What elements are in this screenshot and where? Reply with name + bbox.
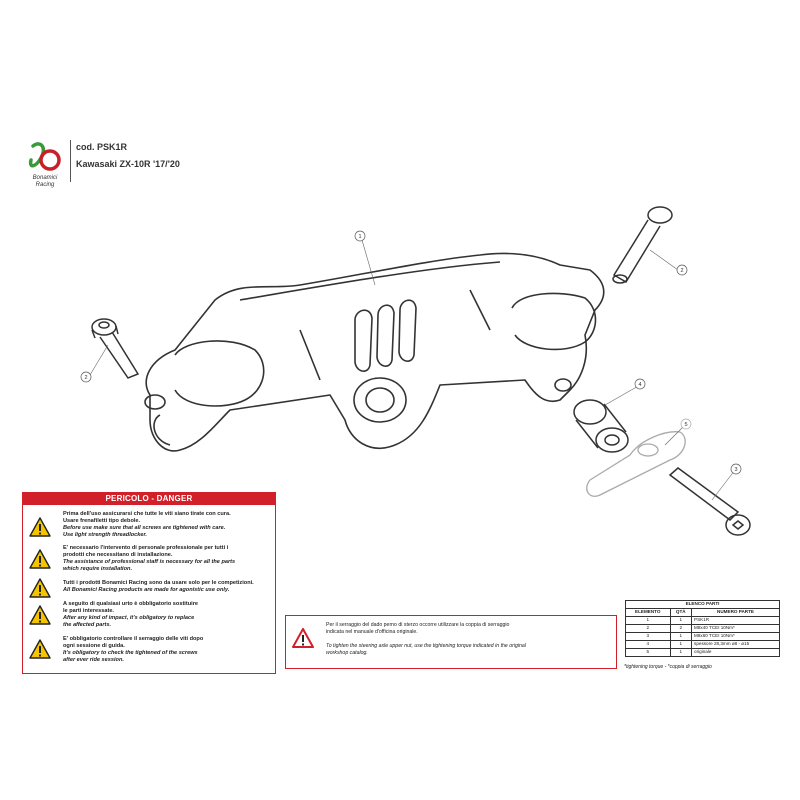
spacer bbox=[573, 399, 629, 453]
danger-line: the affected parts. bbox=[63, 622, 112, 628]
table-cell: 4 bbox=[625, 640, 671, 649]
torque-line: Per il serraggio del dado perno di sterz… bbox=[326, 622, 510, 628]
warning-icon bbox=[29, 639, 51, 659]
danger-line: Use light strength threadlocker. bbox=[63, 532, 147, 538]
table-cell: 2 bbox=[625, 624, 671, 633]
danger-line: E' necessario l'intervento di personale … bbox=[63, 545, 229, 551]
original-part bbox=[586, 431, 686, 497]
col-part-number: NUMERO PARTE bbox=[691, 608, 780, 617]
danger-line: A seguito di qualsiasi urto è obbligator… bbox=[63, 601, 198, 607]
parts-list-table: ELENCO PARTI ELEMENTO QTÀ NUMERO PARTE 1… bbox=[625, 600, 780, 657]
danger-line: E' obbligatorio controllare il serraggio… bbox=[63, 636, 204, 642]
table-cell: PSK1R bbox=[691, 616, 780, 625]
callout-5: 5 bbox=[684, 422, 687, 428]
danger-line: after ever ride session. bbox=[63, 657, 124, 663]
danger-line: All Bonamici Racing products are made fo… bbox=[63, 587, 230, 593]
danger-title: PERICOLO - DANGER bbox=[23, 493, 275, 505]
screw-long bbox=[668, 467, 751, 536]
danger-line: Before use make sure that all screws are… bbox=[63, 525, 226, 531]
callout-4: 4 bbox=[638, 382, 641, 388]
danger-line: which require installation. bbox=[63, 566, 133, 572]
parts-list-title: ELENCO PARTI bbox=[625, 600, 780, 609]
warning-icon bbox=[29, 605, 51, 625]
danger-line: It's obligatory to check the tightened o… bbox=[63, 650, 198, 656]
warning-icon bbox=[29, 517, 51, 537]
table-cell: M8x40 TCEI 10Nm* bbox=[691, 624, 780, 633]
bonamici-logo bbox=[28, 142, 61, 171]
table-cell: 1 bbox=[669, 640, 693, 649]
torque-line: workshop catalog. bbox=[326, 650, 368, 656]
table-cell: 5 bbox=[625, 648, 671, 657]
screw-left bbox=[91, 318, 140, 379]
danger-line: Tutti i prodotti Bonamici Racing sono da… bbox=[63, 580, 254, 586]
parts-footnote: *tightening torque - *coppia di serraggi… bbox=[624, 664, 712, 670]
table-cell: 1 bbox=[669, 632, 693, 641]
screw-right bbox=[612, 206, 673, 284]
danger-box: PERICOLO - DANGER Prima dell'uso assicur… bbox=[22, 492, 276, 674]
triple-clamp bbox=[144, 252, 605, 452]
danger-line: After any kind of impact, it's obligator… bbox=[63, 615, 195, 621]
table-cell: spessore 28,3mm ø8 - ø15 bbox=[691, 640, 780, 649]
table-cell: 1 bbox=[669, 648, 693, 657]
danger-line: Usare frenafiletti tipo debole. bbox=[63, 518, 141, 524]
torque-note: Per il serraggio del dado perno di sterz… bbox=[285, 615, 617, 669]
callout-2-right: 2 bbox=[680, 268, 683, 274]
warning-icon bbox=[292, 628, 314, 648]
table-cell: 2 bbox=[669, 624, 693, 633]
torque-line: indicata nel manuale d'officina original… bbox=[326, 629, 418, 635]
header-divider bbox=[70, 140, 71, 182]
col-element: ELEMENTO bbox=[625, 608, 671, 617]
callout-1: 1 bbox=[358, 234, 361, 240]
table-cell: M8x60 TCEI 10Nm* bbox=[691, 632, 780, 641]
torque-line: To tighten the steering axle upper nut, … bbox=[326, 643, 526, 649]
table-cell: 1 bbox=[625, 616, 671, 625]
product-model: Kawasaki ZX-10R '17/'20 bbox=[76, 159, 180, 169]
danger-line: le parti interessate. bbox=[63, 608, 114, 614]
danger-line: Prima dell'uso assicurarsi che tutte le … bbox=[63, 511, 231, 517]
danger-line: The assistance of professional staff is … bbox=[63, 559, 236, 565]
warning-icon bbox=[29, 578, 51, 598]
callout-3: 3 bbox=[734, 467, 737, 473]
warning-icon bbox=[29, 549, 51, 569]
brand-name: Bonamici Racing bbox=[32, 175, 58, 188]
product-code: cod. PSK1R bbox=[76, 142, 128, 152]
danger-line: prodotti che necessitano di installazion… bbox=[63, 552, 173, 558]
table-cell: 3 bbox=[625, 632, 671, 641]
table-cell: 1 bbox=[669, 616, 693, 625]
table-cell: originale bbox=[691, 648, 780, 657]
col-qty: QTÀ bbox=[669, 608, 693, 617]
danger-line: ogni sessione di guida. bbox=[63, 643, 125, 649]
callout-2-left: 2 bbox=[84, 375, 87, 381]
